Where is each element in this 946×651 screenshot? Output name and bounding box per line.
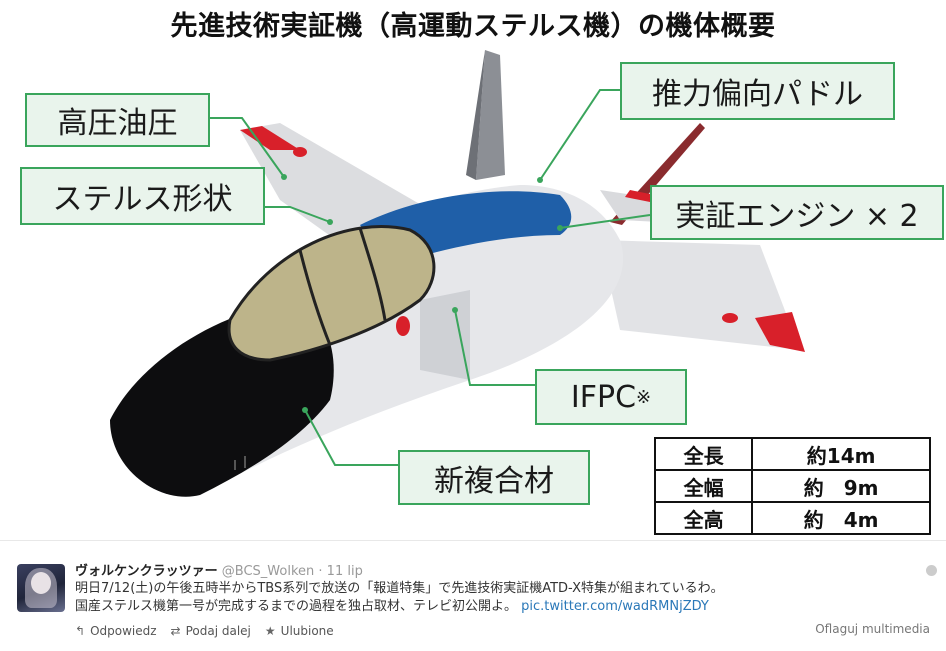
spec-table: 全長 約14m 全幅 約 9m 全高 約 4m <box>653 437 931 535</box>
avatar[interactable] <box>17 564 65 612</box>
reply-icon: ↰ <box>75 624 86 638</box>
spec-value: 約14m <box>751 437 931 471</box>
retweet-label: Podaj dalej <box>185 624 251 638</box>
spec-value: 約 9m <box>751 469 931 503</box>
spec-row: 全幅 約 9m <box>653 469 931 503</box>
user-handle[interactable]: @BCS_Wolken <box>221 564 315 579</box>
infographic-title: 先進技術実証機（高運動ステルス機）の機体概要 <box>170 11 776 42</box>
star-icon: ★ <box>264 624 276 638</box>
tweet-actions: ↰ Odpowiedz ⇄ Podaj dalej ★ Ulubione <box>75 624 334 638</box>
tweet-link[interactable]: pic.twitter.com/wadRMNjZDY <box>521 599 709 614</box>
callout-ifpc-mark: ※ <box>636 386 652 408</box>
flag-media-link[interactable]: Oflaguj multimedia <box>815 622 930 636</box>
tweet-text-line: 国産ステルス機第一号が完成するまでの過程を独占取材、テレビ初公開よ。 pic.t… <box>75 598 875 616</box>
separator: · <box>318 564 323 579</box>
retweet-icon: ⇄ <box>170 624 181 638</box>
reply-button[interactable]: ↰ Odpowiedz <box>75 624 157 638</box>
spec-label: 全長 <box>653 437 754 471</box>
tweet: ヴォルケンクラッツァー @BCS_Wolken · 11 lip 明日7/12(… <box>0 540 946 651</box>
user-name[interactable]: ヴォルケンクラッツァー <box>75 564 218 579</box>
tweet-text-line2: 国産ステルス機第一号が完成するまでの過程を独占取材、テレビ初公開よ。 <box>75 599 518 614</box>
tweet-text-line: 明日7/12(土)の午後五時半からTBS系列で放送の「報道特集」で先進技術実証機… <box>75 581 724 596</box>
spec-row: 全長 約14m <box>653 437 931 471</box>
jet-illustration <box>110 50 805 497</box>
callout-composite: 新複合材 <box>398 450 590 505</box>
infographic[interactable]: 先進技術実証機（高運動ステルス機）の機体概要 <box>0 0 946 540</box>
callout-hydraulic-label: 高圧油圧 <box>57 106 178 141</box>
spec-label: 全高 <box>653 501 754 535</box>
callout-hydraulic: 高圧油圧 <box>25 93 210 147</box>
callout-engine-label: 実証エンジン × 2 <box>675 198 919 234</box>
tweet-text: 明日7/12(土)の午後五時半からTBS系列で放送の「報道特集」で先進技術実証機… <box>75 580 875 616</box>
favorite-label: Ulubione <box>280 624 334 638</box>
callout-composite-label: 新複合材 <box>434 463 554 499</box>
favorite-button[interactable]: ★ Ulubione <box>265 624 334 638</box>
tweet-header: ヴォルケンクラッツァー @BCS_Wolken · 11 lip <box>75 560 363 579</box>
avatar-face <box>31 572 51 594</box>
spec-value: 約 4m <box>751 501 931 535</box>
callout-thrust-paddle-label: 推力偏向パドル <box>652 77 863 112</box>
callout-stealth-shape-label: ステルス形状 <box>52 182 233 217</box>
tweet-time[interactable]: 11 lip <box>326 564 363 579</box>
chevron-down-icon[interactable] <box>926 565 937 576</box>
retweet-button[interactable]: ⇄ Podaj dalej <box>171 624 251 638</box>
spec-row: 全高 約 4m <box>653 501 931 535</box>
spec-label: 全幅 <box>653 469 754 503</box>
callout-engine: 実証エンジン × 2 <box>650 185 944 240</box>
callout-ifpc: IFPC※ <box>535 369 687 425</box>
callout-thrust-paddle: 推力偏向パドル <box>620 62 895 120</box>
callout-stealth-shape: ステルス形状 <box>20 167 265 225</box>
callout-ifpc-label: IFPC <box>570 379 637 415</box>
reply-label: Odpowiedz <box>90 624 157 638</box>
